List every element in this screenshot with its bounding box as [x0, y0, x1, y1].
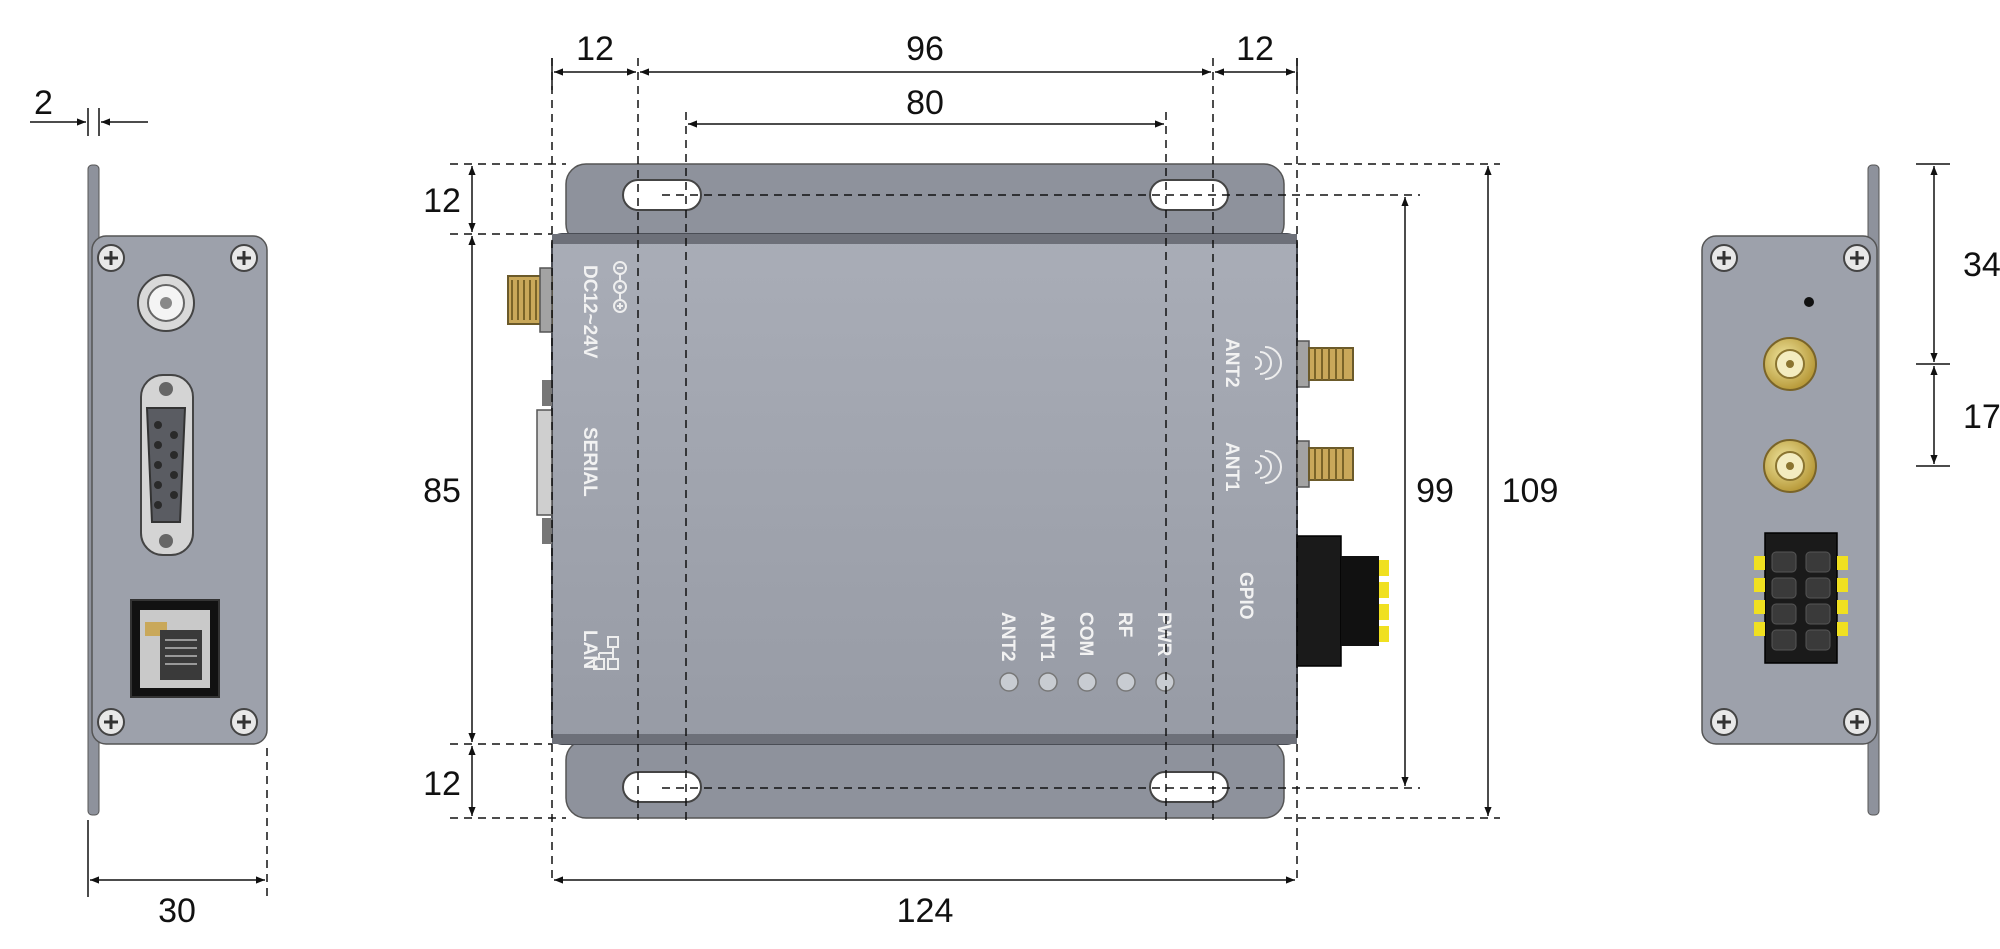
- network-icon: [593, 636, 619, 670]
- dim-flange-thickness: 2: [34, 84, 53, 122]
- screw-icon: [1843, 244, 1871, 272]
- screw-icon: [97, 244, 125, 272]
- mounting-slot: [622, 771, 702, 803]
- db9-serial-port: [140, 374, 194, 556]
- label-ant1: ANT1: [1221, 442, 1242, 492]
- front-view: DC12~24V SERIAL LAN ANT2 ANT1 GPIO ANT2 …: [423, 30, 1558, 930]
- dim-slot-height: 99: [1416, 472, 1454, 510]
- led-label-pwr: PWR: [1153, 612, 1174, 657]
- dim-mount-edge-left: 12: [576, 30, 614, 68]
- led-indicator: [999, 672, 1019, 692]
- label-serial: SERIAL: [579, 427, 600, 497]
- dc-power-jack: [137, 274, 195, 332]
- led-indicator: [1116, 672, 1136, 692]
- wifi-signal-icon: [1254, 450, 1282, 484]
- sma-antenna-connector: [1763, 337, 1817, 391]
- left-side-view: 2 30: [30, 84, 268, 930]
- sma-antenna-connector: [1296, 440, 1354, 488]
- dim-overall-height: 109: [1502, 472, 1559, 510]
- led-label-com: COM: [1075, 612, 1096, 656]
- dim-body-height: 85: [423, 472, 461, 510]
- gpio-terminal-block: [1754, 532, 1848, 664]
- screw-icon: [1710, 244, 1738, 272]
- gpio-terminal-block: [1296, 535, 1389, 667]
- screw-icon: [230, 244, 258, 272]
- dim-ant-offset: 34: [1963, 246, 2000, 284]
- led-label-rf: RF: [1114, 612, 1135, 637]
- label-gpio: GPIO: [1235, 572, 1256, 620]
- dim-mount-edge-right: 12: [1236, 30, 1274, 68]
- dim-flange-bottom: 12: [423, 765, 461, 803]
- dim-mount-span: 96: [906, 30, 944, 68]
- dim-left-width: 30: [158, 892, 196, 930]
- mounting-slot: [1149, 771, 1229, 803]
- db9-side-connector: [536, 380, 553, 544]
- dim-overall-width: 124: [897, 892, 954, 930]
- rj45-lan-port: [130, 599, 220, 698]
- sma-power-connector: [507, 267, 553, 333]
- led-indicator: [1155, 672, 1175, 692]
- dim-ant-pitch: 17: [1963, 398, 2000, 436]
- wifi-signal-icon: [1254, 346, 1282, 380]
- label-power: DC12~24V: [579, 265, 600, 359]
- screw-icon: [97, 708, 125, 736]
- mounting-slot: [1149, 179, 1229, 211]
- led-indicator: [1038, 672, 1058, 692]
- right-side-view: 34 17: [1701, 163, 2000, 816]
- led-label-ant2: ANT2: [997, 612, 1018, 662]
- led-label-ant1: ANT1: [1036, 612, 1057, 662]
- screw-icon: [1710, 708, 1738, 736]
- label-lan: LAN: [579, 630, 600, 669]
- sma-antenna-connector: [1296, 340, 1354, 388]
- main-housing: [551, 233, 1298, 745]
- sma-antenna-connector: [1763, 439, 1817, 493]
- dim-flange-top: 12: [423, 182, 461, 220]
- screw-icon: [1843, 708, 1871, 736]
- dc-polarity-icon: [613, 261, 627, 313]
- status-hole: [1804, 297, 1814, 307]
- dim-slot-span: 80: [906, 84, 944, 122]
- label-ant2: ANT2: [1221, 338, 1242, 388]
- screw-icon: [230, 708, 258, 736]
- led-indicator: [1077, 672, 1097, 692]
